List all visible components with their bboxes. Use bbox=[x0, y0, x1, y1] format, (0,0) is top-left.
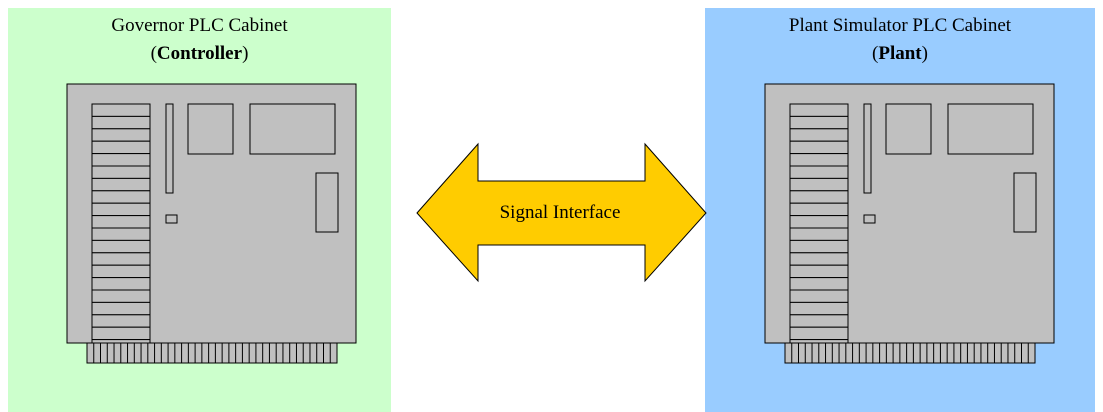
card-slot bbox=[91, 103, 151, 117]
card-slot bbox=[789, 264, 849, 279]
module-small bbox=[885, 103, 932, 155]
plant-role-line: (Plant) bbox=[872, 43, 928, 64]
module-small bbox=[187, 103, 234, 155]
card-slot bbox=[91, 215, 151, 229]
card-slot bbox=[91, 115, 151, 130]
card-slot bbox=[789, 301, 849, 316]
controller-role: Controller bbox=[156, 43, 243, 64]
card-slot bbox=[91, 252, 151, 266]
module-wide bbox=[249, 103, 336, 155]
module-vertical bbox=[1013, 172, 1037, 233]
card-slot bbox=[91, 301, 151, 316]
indicator-strip bbox=[863, 103, 872, 194]
controller-title: Governor PLC Cabinet bbox=[111, 15, 288, 36]
controller-title-block: Governor PLC Cabinet (Controller) bbox=[8, 12, 391, 68]
signal-interface-label: Signal Interface bbox=[499, 202, 621, 223]
card-slot-stack bbox=[789, 103, 849, 353]
connector-pins bbox=[784, 342, 1036, 364]
card-slot bbox=[91, 289, 151, 303]
card-slot bbox=[789, 215, 849, 229]
card-slot bbox=[91, 177, 151, 192]
card-slot bbox=[789, 314, 849, 328]
controller-cabinet bbox=[66, 83, 357, 364]
card-slot bbox=[789, 153, 849, 167]
connector-pins bbox=[86, 342, 338, 364]
card-slot bbox=[91, 165, 151, 179]
card-slot bbox=[789, 177, 849, 192]
plant-title: Plant Simulator PLC Cabinet bbox=[788, 15, 1012, 36]
card-slot bbox=[789, 140, 849, 155]
card-slot bbox=[789, 227, 849, 241]
card-slot bbox=[91, 128, 151, 142]
card-slot bbox=[789, 239, 849, 254]
card-slot bbox=[789, 252, 849, 266]
card-slot bbox=[91, 264, 151, 279]
card-slot bbox=[91, 326, 151, 341]
plant-cabinet bbox=[764, 83, 1055, 364]
card-slot bbox=[91, 277, 151, 291]
plant-role: Plant bbox=[878, 43, 922, 64]
card-slot bbox=[789, 165, 849, 179]
card-slot bbox=[91, 239, 151, 254]
card-slot bbox=[789, 128, 849, 142]
card-slot-stack bbox=[91, 103, 151, 353]
card-slot bbox=[789, 202, 849, 217]
controller-role-line: (Controller) bbox=[150, 43, 249, 64]
card-slot bbox=[789, 326, 849, 341]
indicator-strip bbox=[165, 103, 174, 194]
signal-interface-arrow bbox=[416, 142, 707, 283]
card-slot bbox=[91, 202, 151, 217]
card-slot bbox=[789, 289, 849, 303]
card-slot bbox=[91, 314, 151, 328]
card-slot bbox=[91, 140, 151, 155]
module-wide bbox=[947, 103, 1034, 155]
card-slot bbox=[789, 190, 849, 204]
plant-title-block: Plant Simulator PLC Cabinet (Plant) bbox=[705, 12, 1095, 68]
connector-frame bbox=[86, 342, 338, 364]
card-slot bbox=[789, 103, 849, 117]
module-vertical bbox=[315, 172, 339, 233]
card-slot bbox=[91, 227, 151, 241]
status-led bbox=[863, 214, 876, 224]
card-slot bbox=[91, 153, 151, 167]
card-slot bbox=[789, 277, 849, 291]
card-slot bbox=[789, 115, 849, 130]
card-slot bbox=[91, 190, 151, 204]
status-led bbox=[165, 214, 178, 224]
connector-frame bbox=[784, 342, 1036, 364]
